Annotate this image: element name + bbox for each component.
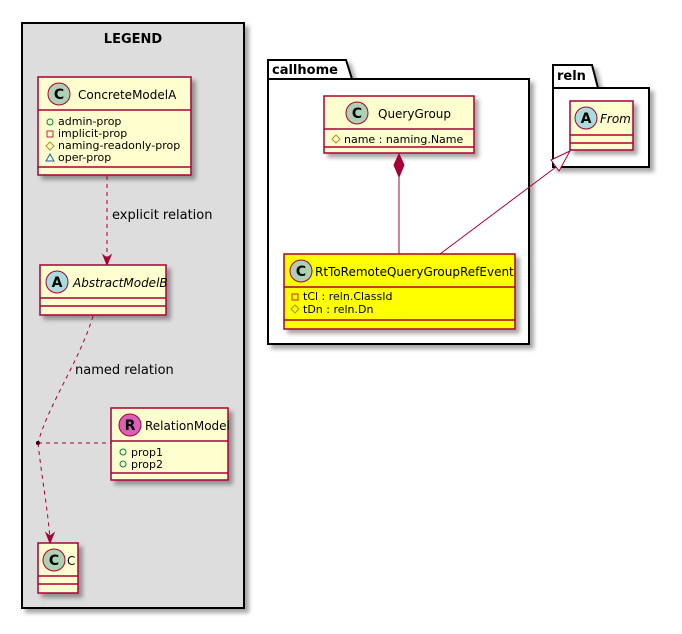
class-relation-model: R RelationModel prop1 prop2 (110, 407, 230, 481)
attr: prop2 (131, 458, 163, 471)
class-name: RelationModel (145, 419, 230, 433)
public-icon (119, 460, 127, 468)
class-from: A From (569, 100, 634, 151)
stereotype-letter: C (54, 87, 64, 103)
stereotype-letter: C (296, 264, 306, 280)
attr: tCl : reln.ClassId (303, 290, 393, 303)
class-rt-to-remote-query-group-ref-event: C RtToRemoteQueryGroupRefEvent tCl : rel… (283, 253, 516, 330)
stereotype-letter: A (52, 275, 63, 291)
class-c-icon (289, 259, 313, 283)
class-query-group: C QueryGroup name : naming.Name (323, 95, 475, 154)
attr: admin-prop (58, 115, 121, 128)
attr: prop1 (131, 446, 163, 459)
private-icon (46, 130, 54, 138)
class-name: RtToRemoteQueryGroupRefEvent (315, 265, 514, 279)
protected-icon (45, 141, 55, 151)
inheritance-arrow-icon (550, 149, 572, 172)
protected-icon (331, 134, 341, 144)
edge-label: named relation (75, 363, 174, 378)
relation-r-icon (118, 413, 142, 437)
public-icon (46, 118, 54, 126)
legend-title: LEGEND (104, 32, 163, 47)
stereotype-letter: A (581, 111, 592, 127)
edge-label: explicit relation (112, 208, 212, 223)
edge-composition (393, 152, 405, 254)
package-name: callhome (272, 63, 338, 78)
edge-explicit-relation: explicit relation (101, 176, 212, 267)
class-c-icon (42, 548, 66, 572)
public-icon (119, 448, 127, 456)
stereotype-letter: C (352, 106, 362, 122)
composition-diamond-icon (393, 152, 405, 179)
class-name: AbstractModelB (72, 276, 168, 290)
class-concrete-model-a: C ConcreteModelA admin-prop implicit-pro… (37, 76, 192, 176)
protected-icon (290, 304, 300, 314)
attr: naming-readonly-prop (58, 139, 180, 152)
attr: implicit-prop (58, 127, 127, 140)
class-c-icon (345, 101, 369, 125)
stereotype-letter: C (49, 553, 59, 569)
class-abstract-model-b: A AbstractModelB (39, 264, 168, 316)
package-private-icon (45, 152, 55, 162)
class-name: C (67, 554, 75, 568)
attr: name : naming.Name (344, 133, 464, 146)
edge-named-relation: named relation (36, 315, 174, 545)
class-c: C C (37, 542, 79, 594)
abstract-a-icon (45, 270, 69, 294)
private-icon (291, 293, 299, 301)
class-c-icon (47, 82, 71, 106)
stereotype-letter: R (125, 418, 136, 434)
package-name: reln (557, 69, 586, 84)
class-name: From (600, 112, 631, 126)
attr: tDn : reln.Dn (303, 303, 373, 316)
edge-inheritance (439, 149, 572, 255)
abstract-a-icon (574, 106, 598, 130)
class-name: QueryGroup (378, 107, 451, 121)
class-name: ConcreteModelA (78, 88, 177, 102)
attr: oper-prop (58, 151, 111, 164)
